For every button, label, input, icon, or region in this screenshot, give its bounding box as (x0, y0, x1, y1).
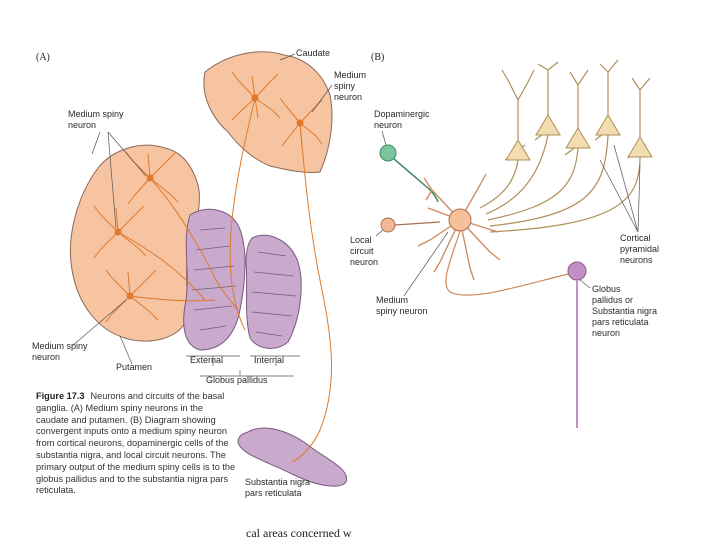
globus-pallidus-external-shape (183, 208, 246, 351)
caudate-neuron-label-1: Medium (334, 70, 366, 80)
local-circuit-label-3: neuron (350, 257, 378, 267)
pyramidal-soma-1 (505, 139, 531, 161)
pyramidal-soma-2 (535, 114, 561, 136)
panel-b-label: (B) (371, 52, 384, 63)
local-circuit-neuron (380, 217, 396, 233)
pyramidal-soma-5 (627, 136, 653, 158)
putamen-neuron-2 (93, 205, 147, 259)
panel-a-pointers (71, 53, 333, 377)
substantia-nigra-label-2: pars reticulata (245, 488, 302, 498)
internal-label: Internal (254, 355, 284, 365)
msn-bottom-label-1: Medium spiny (32, 341, 88, 351)
local-circuit-axon (394, 221, 441, 226)
msn-output-axon (445, 230, 569, 296)
caudate-shape (203, 51, 333, 173)
caudate-neuron-label-3: neuron (334, 92, 362, 102)
dopaminergic-label-1: Dopaminergic (374, 109, 430, 119)
output-neuron-label-2: pallidus or (592, 295, 633, 305)
dopaminergic-axon (393, 158, 439, 203)
dopaminergic-label-2: neuron (374, 120, 402, 130)
medium-spiny-b-label-2: spiny neuron (376, 306, 428, 316)
panel-a-axons (117, 97, 332, 463)
substantia-nigra-label-1: Substantia nigra (245, 477, 310, 487)
cortical-pyramidal-label-2: pyramidal (620, 244, 659, 254)
footer-text: cal areas concerned w (246, 526, 352, 540)
panel-a-label: (A) (36, 52, 50, 63)
dopaminergic-neuron (379, 144, 397, 162)
globus-pallidus-label: Globus pallidus (206, 375, 268, 385)
cortical-pyramidal-label-3: neurons (620, 255, 653, 265)
substantia-nigra-shape (237, 427, 348, 487)
putamen-shape (69, 144, 200, 342)
output-neuron-label-5: neuron (592, 328, 620, 338)
pyramidal-neurons (505, 114, 653, 161)
panel-b-pointers (375, 130, 641, 297)
local-circuit-label-1: Local (350, 235, 372, 245)
pyramidal-soma-3 (565, 127, 591, 149)
pallidus-lamellae (191, 227, 297, 337)
medium-spiny-b-label-1: Medium (376, 295, 408, 305)
msn-top-label-2: neuron (68, 120, 96, 130)
figure-number: Figure 17.3 (36, 391, 85, 401)
cortical-axons (479, 134, 641, 233)
local-circuit-label-2: circuit (350, 246, 374, 256)
cortical-pyramidal-label-1: Cortical (620, 233, 651, 243)
putamen-label: Putamen (116, 362, 152, 372)
output-neuron (567, 261, 587, 281)
globus-pallidus-internal-shape (245, 234, 302, 349)
caudate-neuron-label-2: spiny (334, 81, 356, 91)
caudate-label: Caudate (296, 48, 330, 58)
output-neuron-label-3: Substantia nigra (592, 306, 657, 316)
external-label: External (190, 355, 223, 365)
pyramidal-soma-4 (595, 114, 621, 136)
medium-spiny-neuron-b (417, 173, 501, 281)
msn-bottom-label-2: neuron (32, 352, 60, 362)
output-neuron-label-4: pars reticulata (592, 317, 649, 327)
caudate-neuron-1 (231, 71, 281, 121)
medium-spiny-soma (448, 208, 472, 232)
caption-text: Neurons and circuits of the basal gangli… (36, 391, 236, 496)
msn-top-label-1: Medium spiny (68, 109, 124, 119)
output-neuron-label-1: Globus (592, 284, 621, 294)
